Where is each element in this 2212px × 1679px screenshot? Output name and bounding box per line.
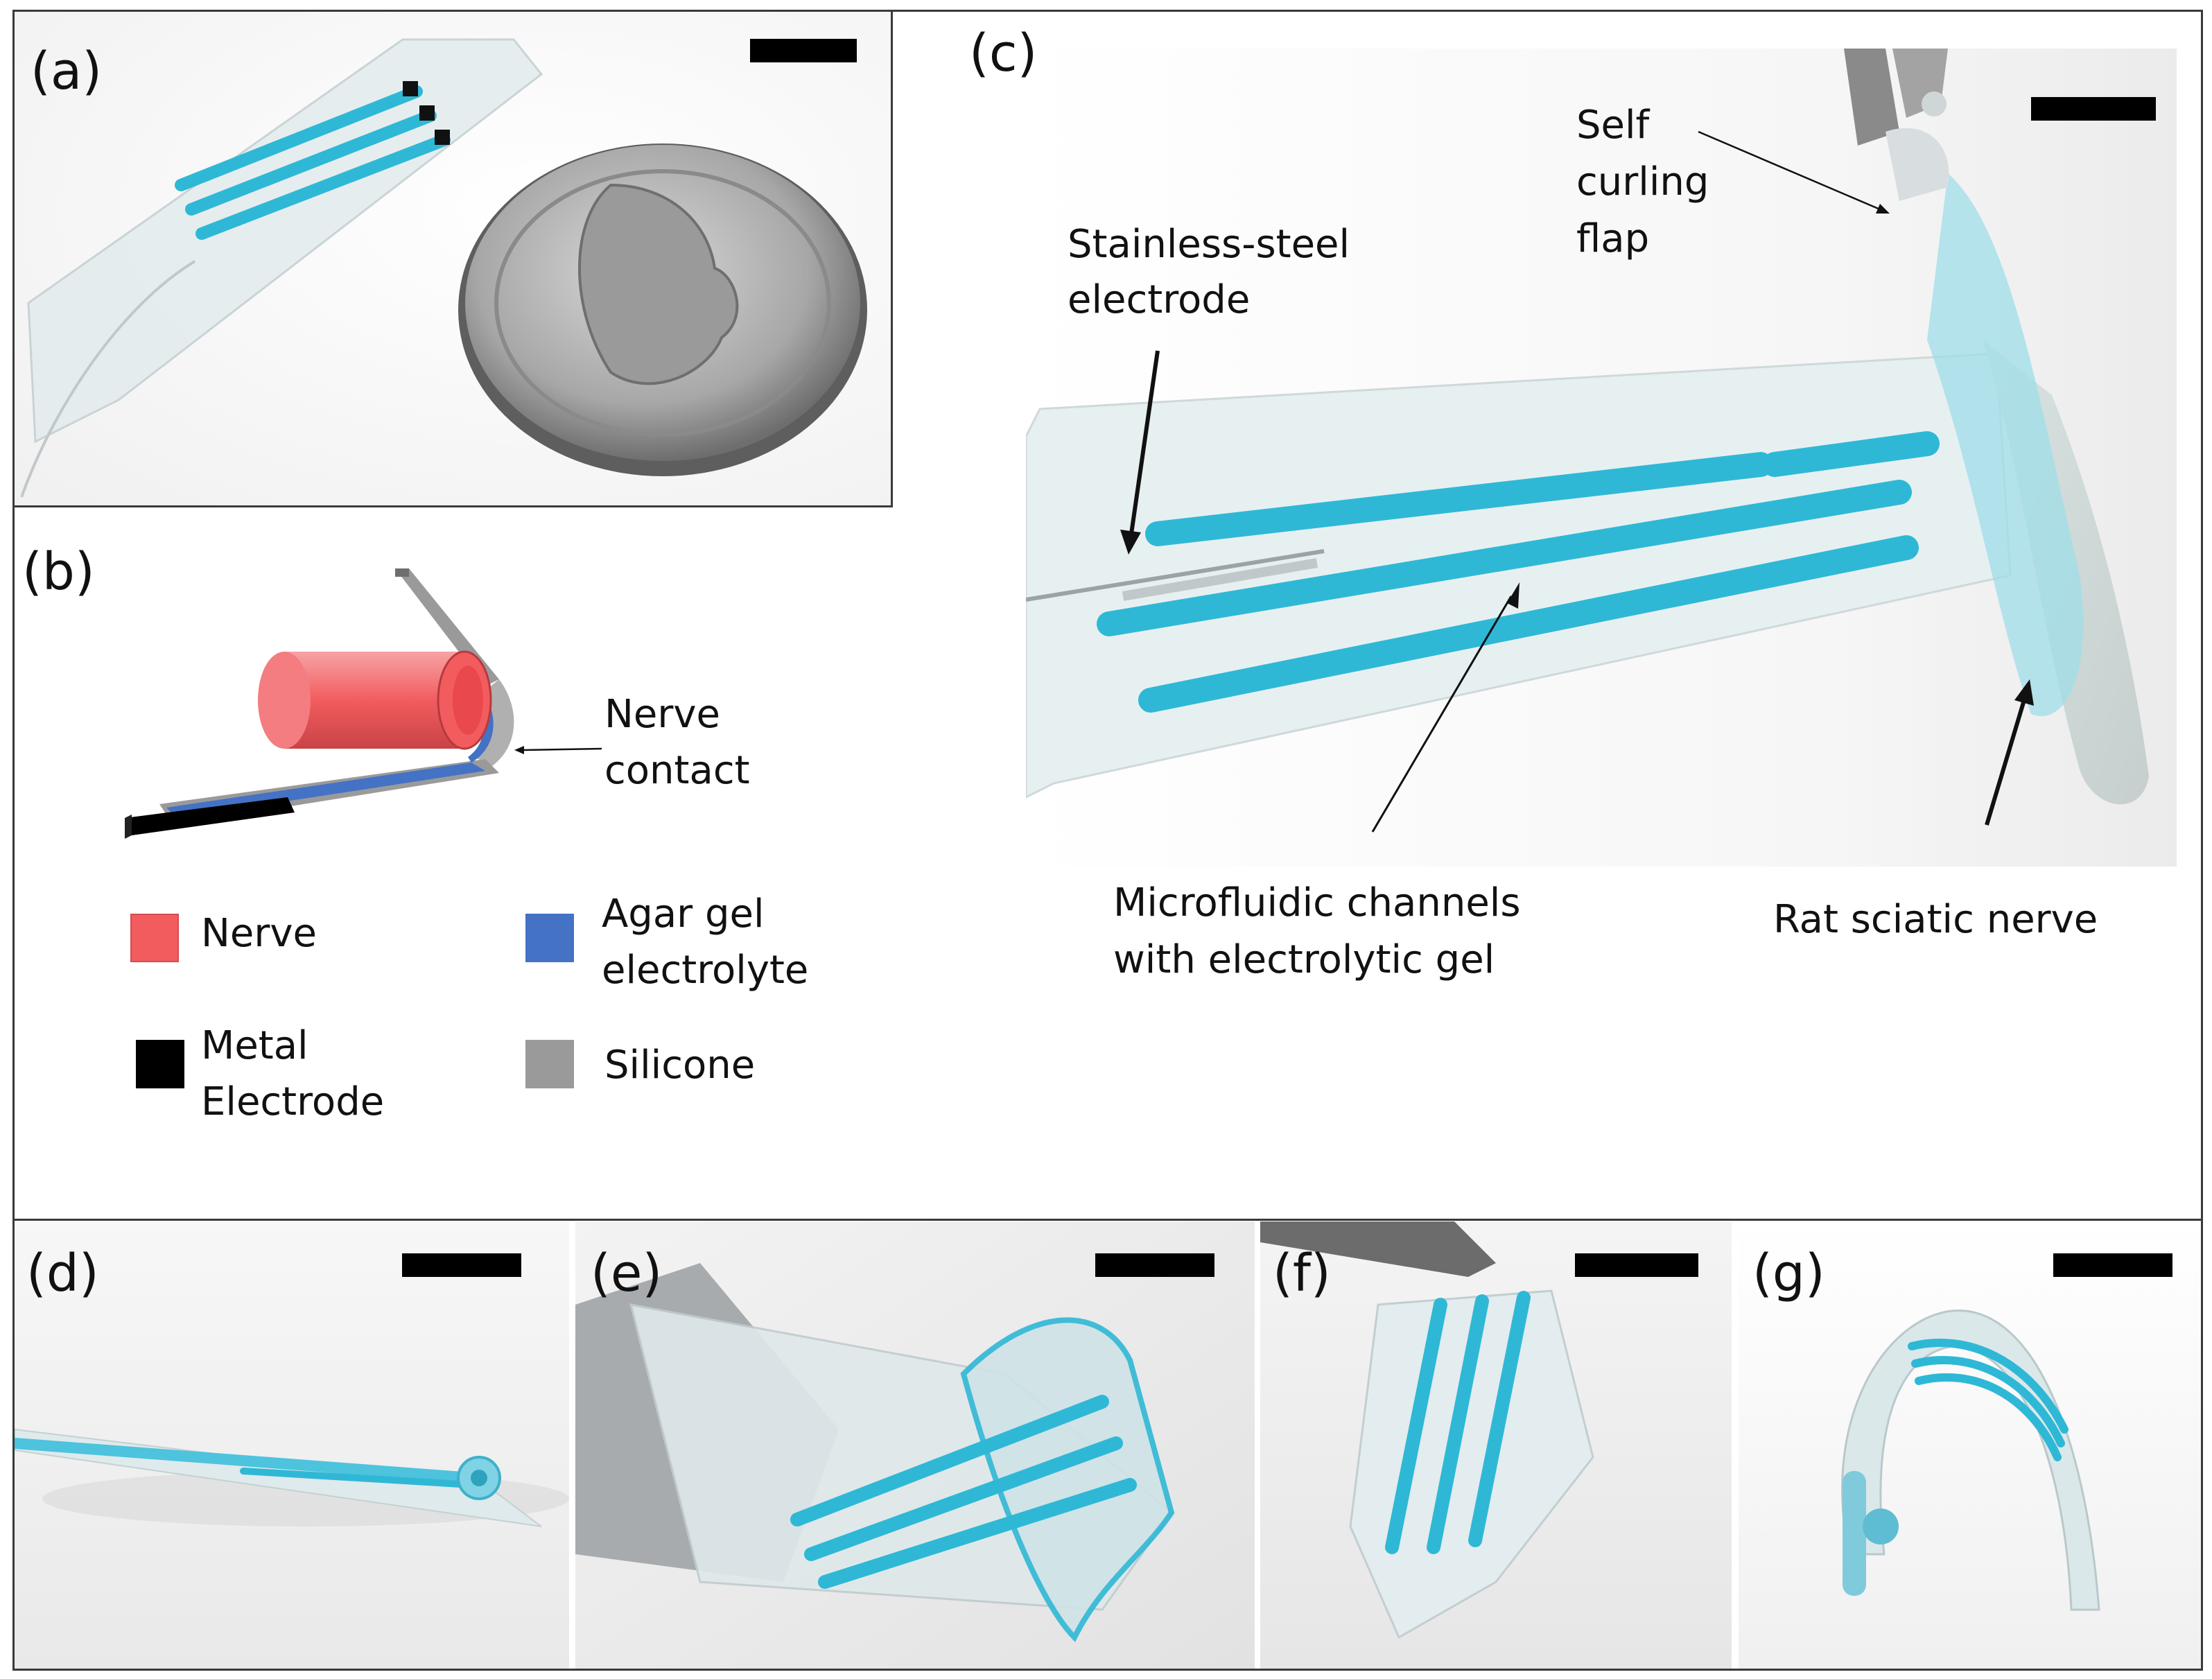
panel-e-label: (e) [591,1244,663,1303]
channels-label-line2: with electrolytic gel [1113,937,1495,982]
panel-d-label: (d) [26,1244,99,1303]
panel-g-photo [1739,1221,2201,1669]
panel-f-label: (f) [1273,1244,1331,1303]
channels-label-line1: Microfluidic channels [1113,880,1521,925]
nerve-contact-label-line2: contact [604,748,750,793]
electrode-swatch [136,1040,184,1088]
panel-g-scale-bar [2053,1253,2172,1277]
agar-swatch [525,914,574,962]
panel-a-frame [12,10,893,507]
nerve-label: Rat sciatic nerve [1773,897,2098,942]
nerve-contact-label-line1: Nerve [604,692,720,737]
panel-f-photo [1260,1221,1732,1669]
panel-b-label: (b) [22,542,95,602]
panel-e-scale-bar [1095,1253,1214,1277]
legend-nerve-label: Nerve [201,911,317,956]
panel-d-scale-bar [402,1253,521,1277]
figure-outer-frame [12,10,2203,1671]
panel-e-photo [575,1221,1255,1669]
panel-d-photo [15,1221,569,1669]
flap-label-line3: flap [1576,216,1650,261]
divider-horizontal [12,1219,2203,1221]
legend-agar-label-line1: Agar gel [602,891,765,937]
silicone-swatch [525,1040,574,1088]
panel-c-scale-bar [2031,97,2156,121]
nerve-swatch [130,914,179,962]
cuff-schematic [111,568,541,860]
panel-a-label: (a) [31,42,103,101]
electrode-label-line1: Stainless-steel [1068,222,1350,267]
panel-g-label: (g) [1752,1244,1825,1303]
panel-a-photo [15,12,891,505]
legend-electrode-label-line1: Metal [201,1023,308,1068]
panel-a-scale-bar [750,39,857,62]
panel-c-label: (c) [969,24,1038,83]
legend-electrode-label-line2: Electrode [201,1079,385,1124]
flap-label-line1: Self [1576,103,1650,148]
electrode-label-line2: electrode [1068,277,1251,322]
panel-c-arrows [1026,49,2177,936]
legend-silicone-label: Silicone [604,1043,756,1088]
panel-f-scale-bar [1575,1253,1698,1277]
flap-label-line2: curling [1576,159,1709,205]
panel-c-photo [1026,49,2177,867]
legend-agar-label-line2: electrolyte [602,948,809,993]
nerve-contact-arrow [513,735,603,756]
